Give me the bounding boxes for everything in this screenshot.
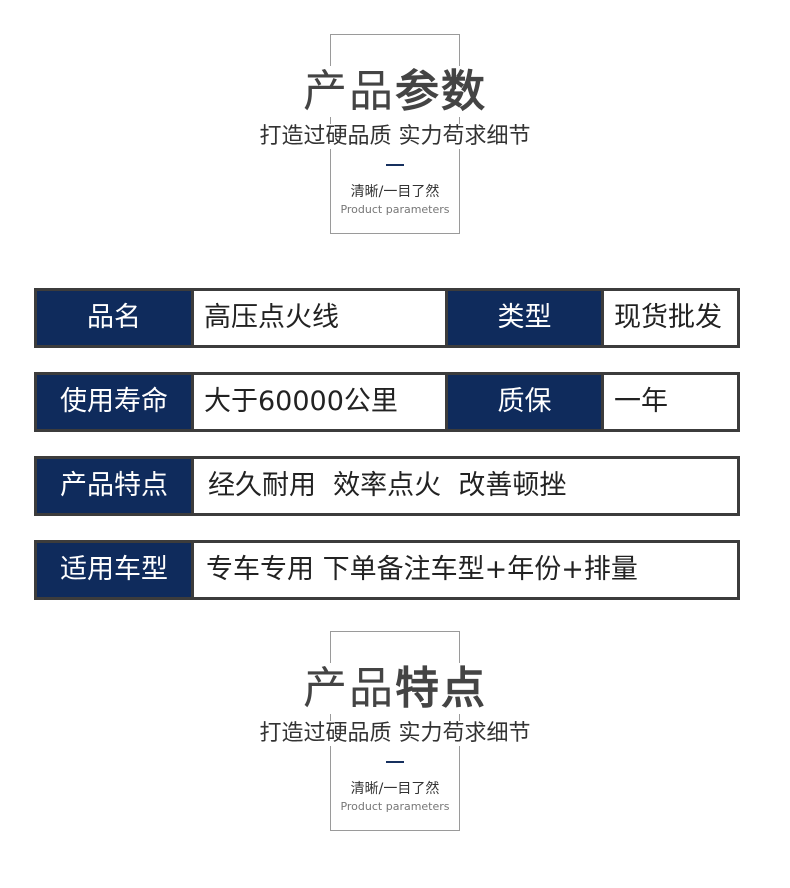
label-warranty: 质保 — [448, 375, 601, 429]
spec-row-features: 产品特点 经久耐用 效率点火 改善顿挫 — [34, 456, 740, 516]
spec-row-applicable-models: 适用车型 专车专用 下单备注车型+年份+排量 — [34, 540, 740, 600]
row-divider — [191, 459, 194, 513]
value-features: 经久耐用 效率点火 改善顿挫 — [208, 470, 567, 501]
section-header-features: 产品特点 打造过硬品质 实力苟求细节 清晰/一目了然 Product param… — [0, 631, 790, 831]
section-title: 产品特点 — [0, 659, 790, 719]
section-dash — [386, 164, 404, 166]
section-note-en: Product parameters — [340, 800, 450, 813]
row-divider — [445, 291, 448, 345]
label-type: 类型 — [448, 291, 601, 345]
frame-top — [330, 631, 460, 632]
label-features: 产品特点 — [37, 459, 191, 513]
value-service-life: 大于60000公里 — [204, 386, 398, 417]
row-divider — [191, 291, 194, 345]
value-applicable-models: 专车专用 下单备注车型+年份+排量 — [206, 554, 638, 585]
section-subtitle: 打造过硬品质 实力苟求细节 — [0, 719, 790, 749]
section-subtitle: 打造过硬品质 实力苟求细节 — [0, 122, 790, 152]
label-applicable-models: 适用车型 — [37, 543, 191, 597]
spec-row-service-life: 使用寿命 大于60000公里 质保 一年 — [34, 372, 740, 432]
value-product-name: 高压点火线 — [204, 302, 339, 333]
section-title-bold: 参数 — [395, 66, 493, 117]
section-dash — [386, 761, 404, 763]
row-divider — [601, 291, 604, 345]
section-header-params: 产品参数 打造过硬品质 实力苟求细节 清晰/一目了然 Product param… — [0, 34, 790, 234]
frame-top — [330, 34, 460, 35]
section-note: 清晰/一目了然 — [350, 781, 440, 797]
value-type: 现货批发 — [614, 302, 722, 333]
row-divider — [445, 375, 448, 429]
label-service-life: 使用寿命 — [37, 375, 191, 429]
value-warranty: 一年 — [614, 386, 668, 417]
frame-bottom — [330, 830, 460, 831]
row-divider — [191, 375, 194, 429]
section-note-en: Product parameters — [340, 203, 450, 216]
row-divider — [601, 375, 604, 429]
row-divider — [191, 543, 194, 597]
section-title-bold: 特点 — [395, 663, 493, 714]
section-subtitle-text: 打造过硬品质 实力苟求细节 — [255, 721, 535, 746]
frame-bottom — [330, 233, 460, 234]
spec-row-product-name: 品名 高压点火线 类型 现货批发 — [34, 288, 740, 348]
section-title: 产品参数 — [0, 62, 790, 122]
section-title-light: 产品 — [297, 663, 395, 714]
section-subtitle-text: 打造过硬品质 实力苟求细节 — [255, 124, 535, 149]
label-product-name: 品名 — [37, 291, 191, 345]
section-title-light: 产品 — [297, 66, 395, 117]
section-note: 清晰/一目了然 — [350, 184, 440, 200]
